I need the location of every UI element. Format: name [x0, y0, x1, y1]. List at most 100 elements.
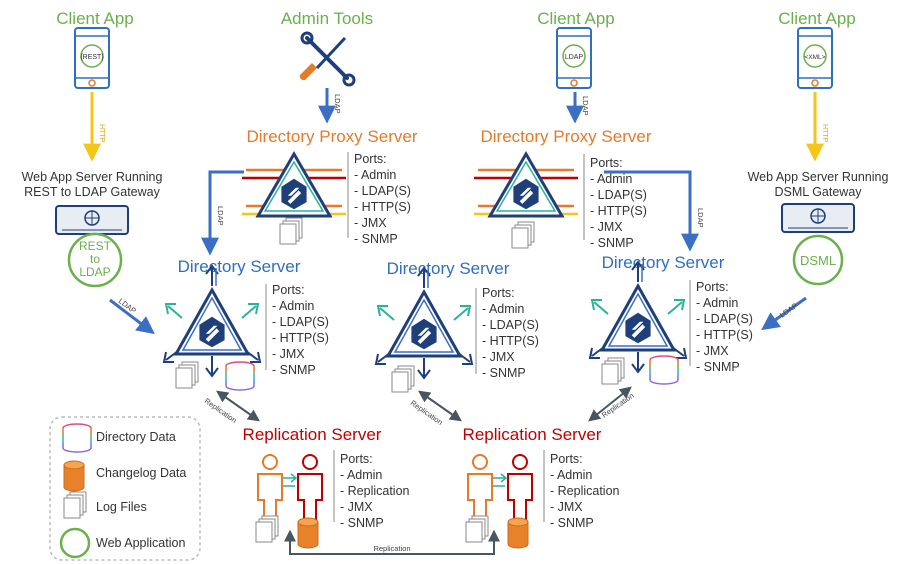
changelog-data-icon [297, 517, 319, 549]
port-admin: - Admin [272, 299, 314, 313]
port-ldap: - LDAP(S) [696, 312, 753, 326]
http-label-right: HTTP [821, 124, 828, 143]
port-jmx: - JMX [696, 344, 729, 358]
proxy-server-2-icon [474, 154, 578, 216]
port-jmx: - JMX [354, 216, 387, 230]
ldap-arrow-proxy1 [201, 170, 244, 256]
log-files-icon [511, 221, 535, 249]
replication-server-1-title: Replication Server [243, 425, 382, 444]
web-server-2-icon [781, 203, 855, 233]
port-jmx: - JMX [590, 220, 623, 234]
legend-log-files: Log Files [96, 500, 147, 514]
legend-web-application: Web Application [96, 536, 185, 550]
ports-label: Ports: [272, 283, 305, 297]
gateway-1-circle-line1: REST [79, 239, 112, 253]
port-snmp: - SNMP [590, 236, 634, 250]
replication-label-ds1: Replication [203, 396, 239, 425]
port-admin: - Admin [696, 296, 738, 310]
proxy-2-ports: Ports: - Admin - LDAP(S) - HTTP(S) - JMX… [583, 154, 647, 250]
legend-directory-data: Directory Data [96, 430, 176, 444]
directory-server-3-title: Directory Server [602, 253, 725, 272]
gateway-1-line1: Web App Server Running [22, 170, 163, 184]
port-admin: - Admin [550, 468, 592, 482]
proxy-server-1-title: Directory Proxy Server [247, 127, 418, 146]
gateway-2-line1: Web App Server Running [748, 170, 889, 184]
port-admin: - Admin [590, 172, 632, 186]
client-device-3-icon: <XML> [797, 27, 833, 89]
client-device-2-icon: LDAP [556, 27, 592, 89]
log-files-icon [465, 515, 489, 543]
port-snmp: - SNMP [696, 360, 740, 374]
ldap-label-proxy2: LDAP [696, 208, 705, 228]
replication-arrow-ds2 [418, 390, 462, 422]
replication-server-2-ports: Ports: - Admin - Replication - JMX - SNM… [543, 450, 620, 530]
ports-label: Ports: [590, 156, 623, 170]
proxy-server-2-title: Directory Proxy Server [481, 127, 652, 146]
client-badge-2: LDAP [565, 54, 584, 61]
ldap-label-client2: LDAP [581, 96, 590, 116]
replication-arrow-ds3 [588, 386, 632, 422]
port-ldap: - LDAP(S) [482, 318, 539, 332]
ldap-label-proxy1: LDAP [216, 206, 225, 226]
port-ldap: - LDAP(S) [354, 184, 411, 198]
replication-arrow-ds1 [216, 390, 260, 422]
port-admin: - Admin [354, 168, 396, 182]
port-http: - HTTP(S) [482, 334, 539, 348]
port-snmp: - SNMP [340, 516, 384, 530]
port-jmx: - JMX [340, 500, 373, 514]
ports-label: Ports: [482, 286, 515, 300]
gateway-1-line2: REST to LDAP Gateway [24, 185, 160, 199]
port-http: - HTTP(S) [590, 204, 647, 218]
port-admin: - Admin [340, 468, 382, 482]
directory-server-3-ports: Ports: - Admin - LDAP(S) - HTTP(S) - JMX… [689, 280, 753, 374]
ldap-label-admin: LDAP [333, 94, 342, 114]
legend-changelog-data: Changelog Data [96, 466, 186, 480]
client-badge-1: {REST} [80, 54, 104, 61]
port-snmp: - SNMP [272, 363, 316, 377]
port-snmp: - SNMP [354, 232, 398, 246]
client-app-3-title: Client App [778, 9, 856, 28]
directory-data-icon [225, 361, 255, 391]
port-replication: - Replication [340, 484, 410, 498]
log-files-icon [63, 491, 87, 519]
replication-server-1-icon [257, 454, 323, 527]
wrench-screwdriver-icon [299, 31, 356, 87]
legend: Directory Data Changelog Data Log Files … [49, 416, 201, 561]
port-ldap: - LDAP(S) [272, 315, 329, 329]
port-http: - HTTP(S) [272, 331, 329, 345]
port-jmx: - JMX [550, 500, 583, 514]
web-application-icon: REST to LDAP [67, 232, 123, 288]
directory-server-1-ports: Ports: - Admin - LDAP(S) - HTTP(S) - JMX… [265, 283, 329, 377]
web-application-icon: DSML [792, 234, 844, 286]
port-replication: - Replication [550, 484, 620, 498]
ldap-arrow-proxy2 [604, 170, 699, 252]
replication-server-2-title: Replication Server [463, 425, 602, 444]
gateway-2-line2: DSML Gateway [774, 185, 862, 199]
ports-label: Ports: [696, 280, 729, 294]
gateway-1-circle-line3: LDAP [79, 265, 110, 279]
directory-server-3-icon [590, 262, 686, 372]
directory-data-icon [62, 423, 92, 453]
directory-data-icon [649, 355, 679, 385]
ports-label: Ports: [550, 452, 583, 466]
http-label-left: HTTP [98, 124, 105, 143]
replication-server-2-icon [467, 454, 533, 527]
ports-label: Ports: [354, 152, 387, 166]
directory-server-2-ports: Ports: - Admin - LDAP(S) - HTTP(S) - JMX… [475, 286, 539, 380]
log-files-icon [175, 361, 199, 389]
gateway-1-circle-line2: to [90, 252, 100, 266]
replication-arrow-rs [284, 529, 500, 555]
replication-server-1-ports: Ports: - Admin - Replication - JMX - SNM… [333, 450, 410, 530]
web-application-icon [59, 527, 91, 559]
ldap-arrow-gateway2 [761, 296, 807, 331]
port-jmx: - JMX [482, 350, 515, 364]
log-files-icon [601, 357, 625, 385]
client-device-1-icon: {REST} [74, 27, 110, 89]
replication-label-rs: Replication [373, 544, 410, 553]
log-files-icon [279, 217, 303, 245]
port-http: - HTTP(S) [354, 200, 411, 214]
admin-tools-title: Admin Tools [281, 9, 373, 28]
ports-label: Ports: [340, 452, 373, 466]
